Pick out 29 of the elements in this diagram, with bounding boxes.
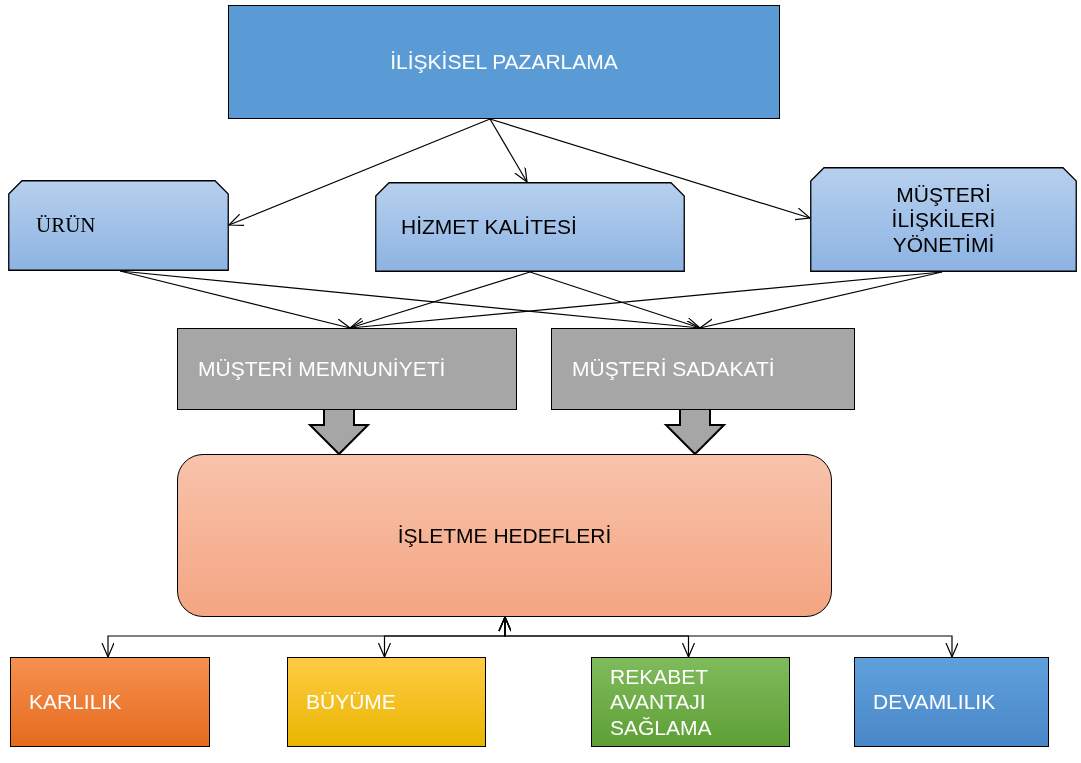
snipped-box — [8, 180, 229, 271]
box-label: MÜŞTERİ SADAKATİ — [572, 356, 775, 382]
snipped-box — [375, 182, 685, 272]
arrow — [498, 616, 959, 658]
colored-box — [287, 657, 486, 747]
callout-box — [551, 328, 855, 410]
rounded-box — [177, 454, 832, 617]
box-label: İŞLETME HEDEFLERİ — [397, 522, 612, 549]
box-label: REKABET AVANTAJI SAĞLAMA — [610, 664, 713, 740]
box-label: MÜŞTERİ MEMNUNİYETİ — [198, 356, 446, 382]
box-label: DEVAMLILIK — [873, 689, 996, 715]
colored-box — [10, 657, 210, 747]
snipped-box — [810, 167, 1077, 272]
box-label: HİZMET KALİTESİ — [401, 214, 577, 240]
arrow — [489, 118, 528, 183]
arrow — [228, 118, 491, 226]
block-arrow — [663, 409, 727, 456]
box-label: KARLILIK — [29, 689, 122, 715]
arrow — [529, 271, 701, 330]
box-label: BÜYÜME — [306, 689, 396, 715]
heading-box — [228, 5, 780, 119]
colored-box — [591, 657, 790, 747]
box-label: MÜŞTERİ İLİŞKİLERİ YÖNETİMİ — [890, 181, 997, 258]
box-label: ÜRÜN — [36, 212, 96, 239]
block-arrow — [307, 409, 371, 456]
colored-box — [854, 657, 1049, 747]
arrow — [489, 118, 811, 221]
callout-box — [177, 328, 517, 410]
box-label: İLİŞKİSEL PAZARLAMA — [390, 49, 618, 75]
